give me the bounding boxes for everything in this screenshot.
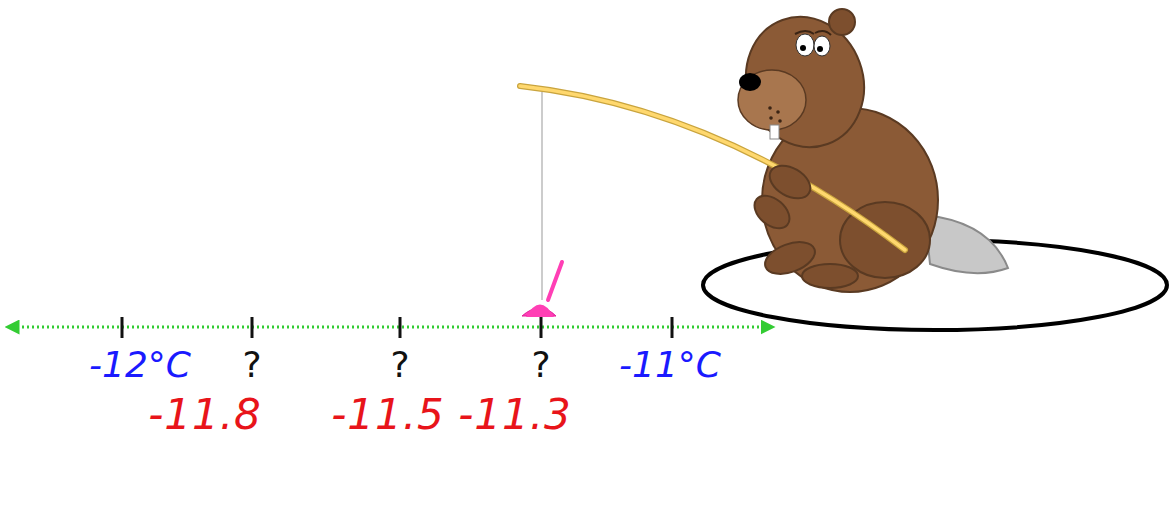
fishing-lure <box>522 262 562 317</box>
answer-label: -11.3 <box>458 394 572 436</box>
fishing-line <box>542 92 543 300</box>
answer-label: -11.5 <box>331 394 445 436</box>
answer-label: -11.8 <box>148 394 262 436</box>
tick-marks <box>122 317 672 338</box>
beaver <box>520 0 1008 292</box>
temperature-label: -12°C <box>89 347 191 383</box>
unknown-mark: ? <box>242 347 261 383</box>
number-line <box>12 326 768 329</box>
unknown-mark: ? <box>390 347 409 383</box>
temperature-label: -11°C <box>619 347 721 383</box>
unknown-mark: ? <box>531 347 550 383</box>
